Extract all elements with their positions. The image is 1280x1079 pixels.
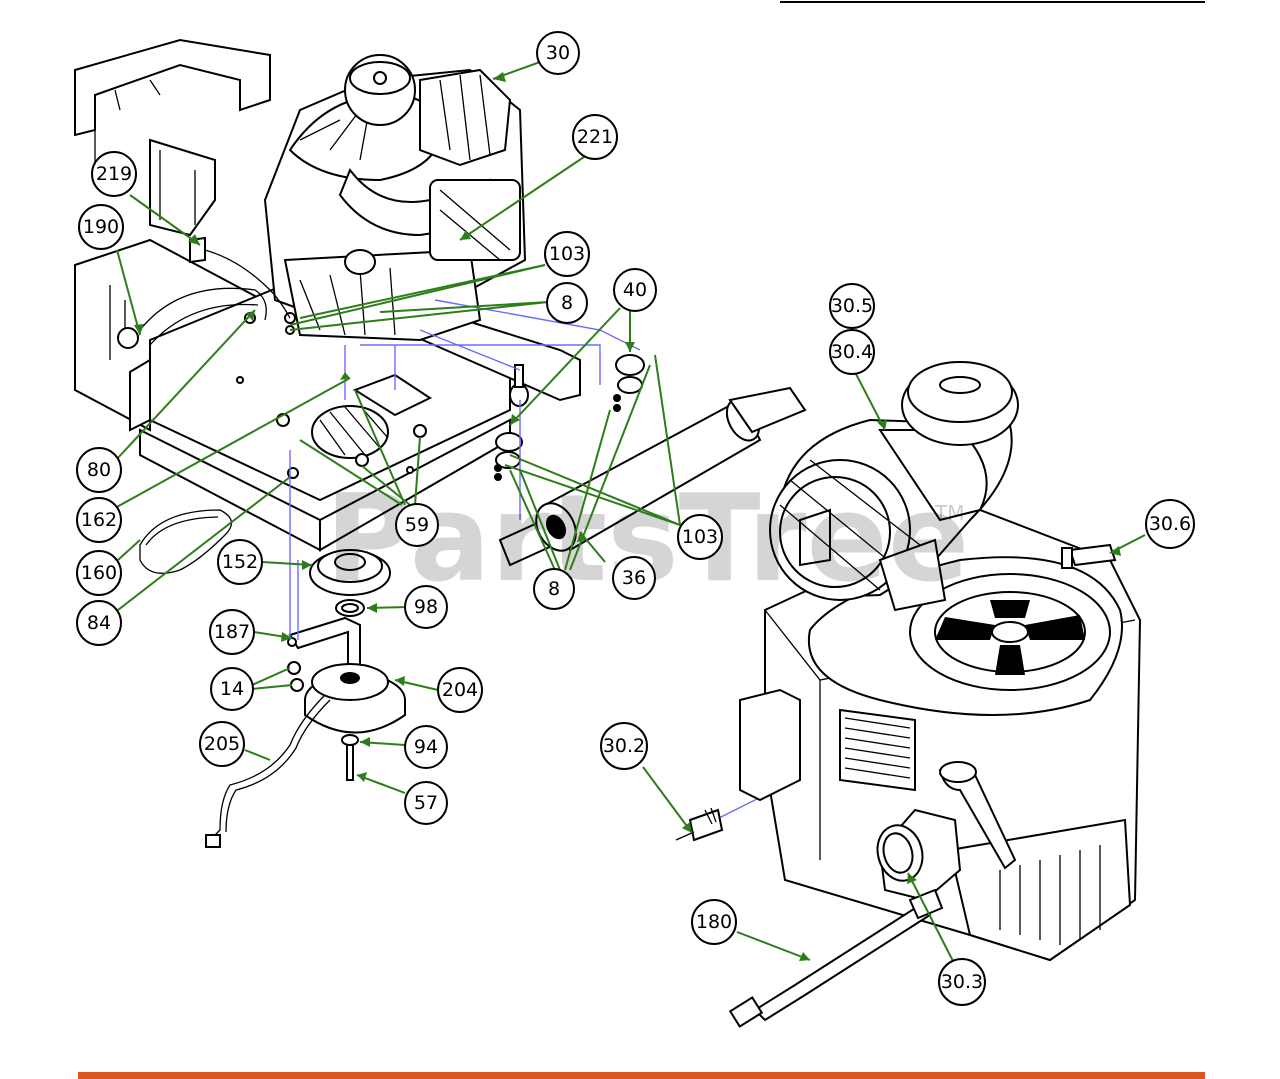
svg-text:36: 36 [622, 567, 646, 589]
callout-30-6[interactable]: 30.6 [1145, 499, 1195, 549]
callout-14[interactable]: 14 [210, 667, 254, 711]
svg-text:30: 30 [546, 42, 570, 64]
callout-8-lower[interactable]: 8 [533, 568, 575, 610]
callout-8-upper[interactable]: 8 [546, 282, 588, 324]
bottom-bar [78, 1072, 1205, 1079]
callout-30-3[interactable]: 30.3 [938, 958, 986, 1006]
callout-205[interactable]: 205 [199, 721, 245, 767]
callout-190[interactable]: 190 [78, 204, 124, 250]
svg-text:94: 94 [414, 736, 438, 758]
svg-text:57: 57 [414, 792, 438, 814]
engine-main [675, 508, 1142, 1028]
svg-text:160: 160 [81, 562, 117, 584]
callout-103-upper[interactable]: 103 [544, 231, 590, 277]
clutch-stack [139, 509, 406, 848]
svg-text:152: 152 [222, 551, 258, 573]
watermark-trademark: TM [934, 501, 964, 525]
callout-204[interactable]: 204 [437, 667, 483, 713]
svg-text:162: 162 [81, 509, 117, 531]
svg-text:30.3: 30.3 [941, 971, 983, 993]
svg-text:205: 205 [204, 733, 240, 755]
svg-text:221: 221 [577, 126, 613, 148]
callout-30-5[interactable]: 30.5 [829, 283, 875, 329]
callout-59[interactable]: 59 [395, 503, 439, 547]
callout-40[interactable]: 40 [613, 268, 657, 312]
callout-94[interactable]: 94 [404, 725, 448, 769]
callout-180[interactable]: 180 [691, 899, 737, 945]
leader-lines [114, 61, 1146, 966]
callout-80[interactable]: 80 [76, 447, 122, 493]
svg-text:103: 103 [682, 526, 718, 548]
callout-187[interactable]: 187 [209, 609, 255, 655]
air-cleaner [769, 361, 1019, 612]
callout-36[interactable]: 36 [612, 556, 656, 600]
callout-162[interactable]: 162 [76, 497, 122, 543]
svg-text:187: 187 [214, 621, 250, 643]
svg-text:14: 14 [220, 678, 244, 700]
svg-text:8: 8 [548, 578, 560, 600]
callout-30-4[interactable]: 30.4 [829, 329, 875, 375]
svg-text:98: 98 [414, 596, 438, 618]
svg-text:30.4: 30.4 [831, 341, 873, 363]
svg-text:219: 219 [96, 163, 132, 185]
engine-upper [139, 54, 527, 346]
callout-160[interactable]: 160 [76, 550, 122, 596]
svg-text:59: 59 [405, 514, 429, 536]
leader-arrowheads [134, 72, 1121, 961]
svg-text:30.5: 30.5 [831, 295, 873, 317]
callout-57[interactable]: 57 [404, 781, 448, 825]
svg-text:84: 84 [87, 612, 111, 634]
svg-text:30.2: 30.2 [603, 735, 645, 757]
muffler [494, 354, 807, 567]
svg-text:40: 40 [623, 279, 647, 301]
callout-84[interactable]: 84 [76, 600, 122, 646]
svg-text:30.6: 30.6 [1149, 513, 1191, 535]
svg-text:190: 190 [83, 216, 119, 238]
svg-text:80: 80 [87, 459, 111, 481]
callout-30[interactable]: 30 [536, 31, 580, 75]
svg-text:180: 180 [696, 911, 732, 933]
svg-text:103: 103 [549, 243, 585, 265]
callout-219[interactable]: 219 [91, 151, 137, 197]
callout-221[interactable]: 221 [572, 114, 618, 160]
svg-text:8: 8 [561, 292, 573, 314]
callout-103-lower[interactable]: 103 [677, 514, 723, 560]
svg-text:204: 204 [442, 679, 478, 701]
callout-98[interactable]: 98 [404, 585, 448, 629]
callout-152[interactable]: 152 [217, 539, 263, 585]
callout-30-2[interactable]: 30.2 [600, 722, 648, 770]
